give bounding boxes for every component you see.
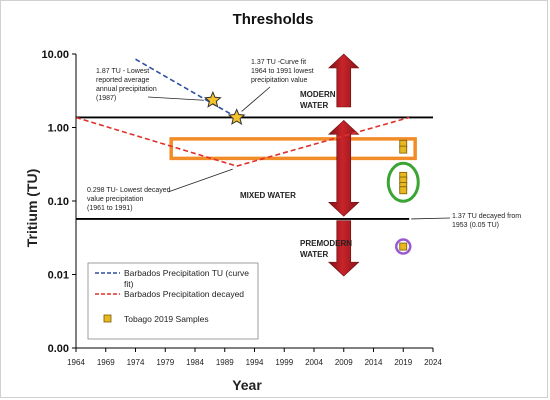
legend-box [87,262,259,340]
x-tick-label: 1964 [67,358,85,367]
legend-label: Tobago 2019 Samples [124,314,209,324]
series-line-1 [135,58,238,119]
x-tick-label: 1994 [246,358,264,367]
x-tick-label: 1984 [186,358,204,367]
purple-circle [395,238,412,255]
x-tick-label: 2024 [424,358,442,367]
x-tick-label: 1974 [127,358,145,367]
annotation-pointer [241,86,271,112]
annotation-pointer [167,168,233,193]
y-tick-label: 0.01 [48,270,69,282]
star-marker [203,90,222,108]
axes: 0.00 0.01 0.10 1.00 10.00 1964 1969 1974 1979 198… [41,49,442,367]
chart-title: Thresholds [233,11,314,28]
x-tick-label: 2009 [335,358,353,367]
sample-point [399,242,408,251]
x-tick-label: 2004 [305,358,323,367]
mixed-water-arrow [327,119,360,217]
x-tick-label: 2014 [365,358,383,367]
region-label-mixed: MIXED WATER [240,191,296,200]
legend-label: Barbados Precipitation decayed [124,289,244,299]
premodern-water-arrow [327,220,360,277]
legend-swatch [103,314,112,323]
y-tick-label: 1.00 [48,123,69,135]
y-tick-label: 10.00 [41,49,69,61]
annotation-pointer [147,96,204,101]
x-tick-label: 1969 [97,358,115,367]
plot-area [75,53,433,277]
y-axis-label: Tritium (TU) [24,169,40,248]
y-tick-label: 0.00 [48,343,69,355]
x-tick-label: 1989 [216,358,234,367]
x-tick-label: 2019 [394,358,412,367]
x-tick-label: 1979 [156,358,174,367]
sample-point [399,186,408,195]
annotation-pointer [411,217,451,220]
x-axis-label: Year [232,377,262,393]
highlight-box [169,137,417,161]
x-tick-label: 1999 [275,358,293,367]
star-marker [227,108,246,125]
y-tick-label: 0.10 [48,196,69,208]
modern-water-arrow [327,53,360,108]
green-ellipse [386,161,420,203]
sample-point [399,145,408,154]
